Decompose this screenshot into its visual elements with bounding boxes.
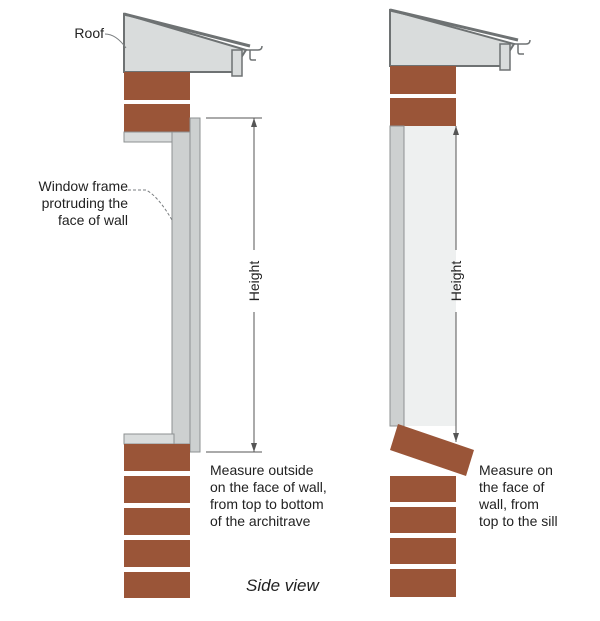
- left-roof-top-edge: [123, 12, 251, 48]
- right-roof-top-edge: [389, 8, 519, 42]
- brick: [124, 572, 190, 598]
- brick: [124, 72, 190, 100]
- left-architrave: [189, 117, 201, 453]
- measure-right-caption: Measure on the face of wall, from top to…: [479, 462, 558, 529]
- right-roof: [389, 8, 531, 71]
- brick: [390, 538, 456, 564]
- brick: [124, 476, 190, 503]
- window-frame-leader-line: [128, 189, 173, 221]
- left-fascia: [231, 49, 243, 77]
- left-height-dimension: Height: [206, 117, 262, 453]
- left-gutter-icon: [246, 45, 263, 61]
- right-gutter-icon: [514, 39, 531, 55]
- right-height-dimension: Height: [448, 126, 464, 442]
- brick: [124, 104, 190, 132]
- left-upper-bricks: [124, 72, 190, 132]
- brick: [124, 508, 190, 535]
- right-dim-arrow-down-icon: [453, 433, 459, 442]
- left-dim-arrow-up-icon: [251, 118, 257, 127]
- right-window-frame: [389, 125, 405, 427]
- roof-label: Roof: [74, 25, 104, 41]
- brick: [124, 444, 190, 471]
- brick: [390, 66, 456, 94]
- right-side-view: Height: [389, 8, 531, 597]
- brick: [390, 569, 456, 597]
- brick: [390, 476, 456, 502]
- window-frame-label: Window frame protruding the face of wall: [38, 178, 128, 228]
- brick: [390, 507, 456, 533]
- right-upper-bricks: [390, 66, 456, 126]
- brick: [124, 540, 190, 567]
- left-head-ledge: [123, 131, 175, 143]
- left-side-view: Height: [104, 12, 263, 598]
- left-height-label: Height: [246, 261, 262, 302]
- left-window-frame: [171, 131, 191, 445]
- left-dim-arrow-down-icon: [251, 443, 257, 452]
- brick: [390, 98, 456, 126]
- right-lower-bricks: [390, 476, 456, 597]
- measure-left-caption: Measure outside on the face of wall, fro…: [210, 462, 327, 529]
- right-dim-arrow-up-icon: [453, 126, 459, 135]
- side-view-caption: Side view: [246, 576, 319, 595]
- left-roof-body: [123, 12, 248, 73]
- right-roof-body: [389, 8, 516, 67]
- right-fascia: [499, 43, 511, 71]
- left-lower-bricks: [124, 444, 190, 598]
- right-sill-brick: [390, 424, 474, 476]
- left-roof: [123, 12, 263, 77]
- right-height-label: Height: [448, 261, 464, 302]
- roof-leader-line: [104, 33, 127, 49]
- left-sill-ledge: [123, 433, 175, 445]
